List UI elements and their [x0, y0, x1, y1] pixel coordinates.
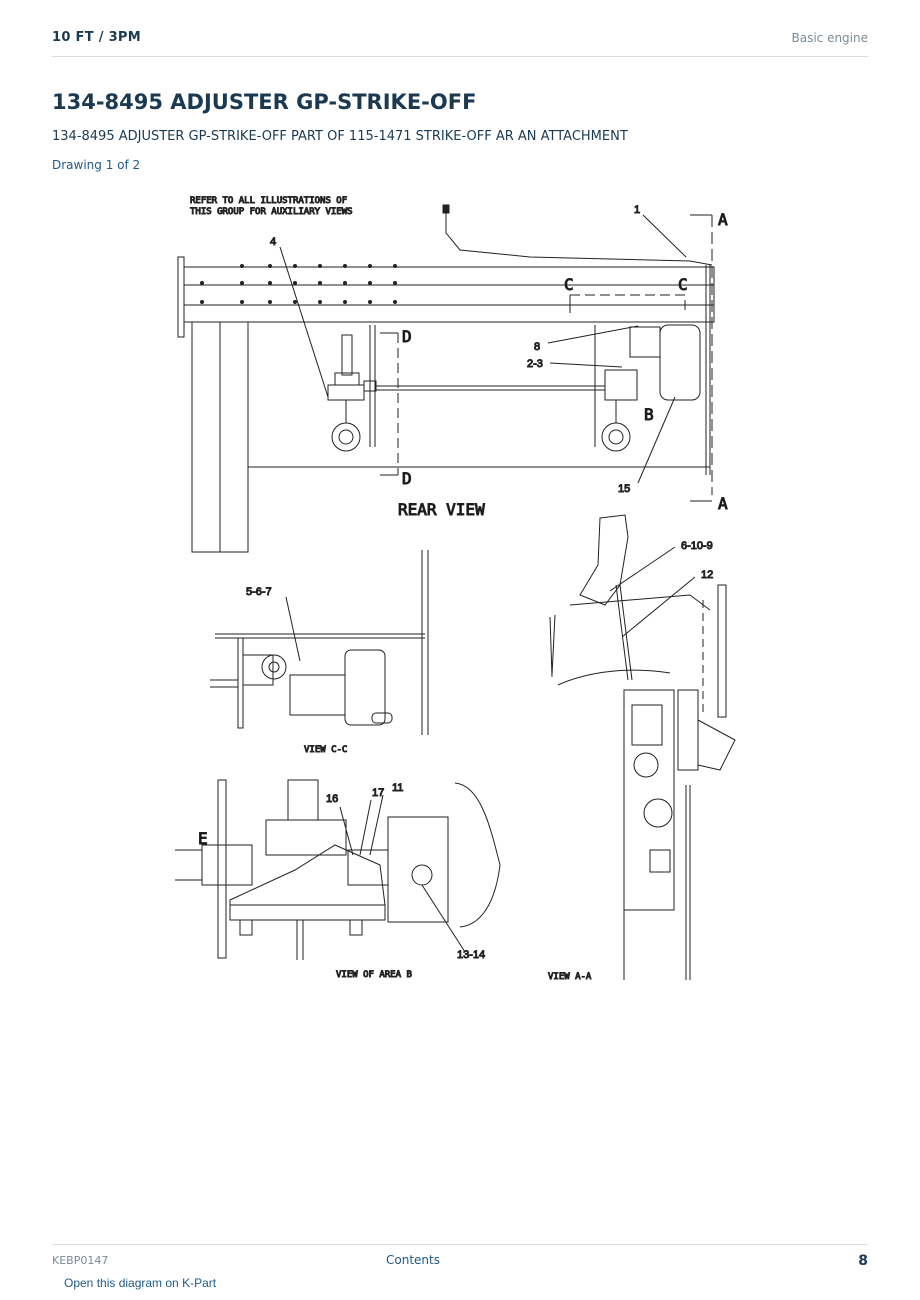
caption-view-a-a: VIEW A-A [548, 972, 592, 982]
open-k-part-link[interactable]: Open this diagram on K-Part [64, 1276, 217, 1290]
callout-5-6-7: 5-6-7 [246, 586, 272, 598]
page-number: 8 [858, 1253, 868, 1269]
section-mark-b: B [644, 405, 654, 424]
section-mark-a-bottom: A [718, 494, 728, 513]
page-subtitle: 134-8495 ADJUSTER GP-STRIKE-OFF PART OF … [52, 129, 628, 144]
drawing-counter: Drawing 1 of 2 [52, 158, 141, 172]
view-area-b [175, 779, 501, 960]
view-a-a [549, 514, 736, 980]
page-footer: KEBP0147 Contents 8 [52, 1244, 868, 1275]
callout-11: 11 [392, 782, 403, 794]
section-mark-e: E [198, 829, 208, 848]
callout-12: 12 [701, 569, 713, 581]
page-header: 10 FT / 3PM Basic engine [52, 28, 868, 57]
caption-view-c-c: VIEW C-C [304, 745, 347, 755]
section-mark-d-bottom: D [402, 469, 412, 488]
page-title: 134-8495 ADJUSTER GP-STRIKE-OFF [52, 90, 477, 114]
caption-rear-view: REAR VIEW [398, 500, 485, 519]
contents-link[interactable]: Contents [386, 1253, 440, 1267]
callout-13-14: 13-14 [457, 949, 485, 961]
parts-diagram: REFER TO ALL ILLUSTRATIONS OF THIS GROUP… [175, 196, 736, 983]
document-code: KEBP0147 [52, 1254, 109, 1267]
callout-15: 15 [618, 483, 630, 495]
callout-17: 17 [372, 787, 384, 799]
callout-2-3: 2-3 [527, 358, 543, 370]
section-mark-a-top: A [718, 210, 728, 229]
callout-8: 8 [534, 341, 540, 353]
callout-4: 4 [270, 236, 276, 248]
rear-view [177, 204, 715, 553]
section-label: Basic engine [791, 31, 868, 45]
model-label: 10 FT / 3PM [52, 30, 141, 45]
view-c-c [210, 550, 429, 735]
callout-6-10-9: 6-10-9 [681, 540, 713, 552]
caption-view-area-b: VIEW OF AREA B [336, 970, 412, 980]
section-mark-c-left: C [564, 275, 574, 294]
note-line-1: REFER TO ALL ILLUSTRATIONS OF [190, 196, 347, 206]
callout-16: 16 [326, 793, 338, 805]
section-mark-c-right: C [678, 275, 688, 294]
section-mark-d-top: D [402, 327, 412, 346]
callout-1: 1 [634, 204, 640, 216]
note-line-2: THIS GROUP FOR AUXILIARY VIEWS [190, 207, 353, 217]
